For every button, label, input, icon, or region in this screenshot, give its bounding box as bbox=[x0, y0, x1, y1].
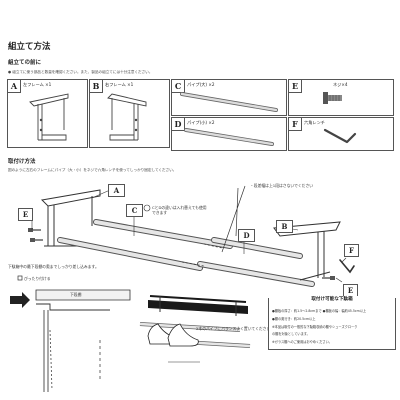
part-f-name: 六角レンチ bbox=[304, 120, 325, 125]
part-e-name: ネジ×4 bbox=[333, 82, 348, 87]
part-e-box: E ネジ×4 bbox=[288, 79, 394, 116]
pipe-large-drawing bbox=[180, 92, 278, 112]
hang-note: 下駄箱中の最下段棚の奥までしっかり差し込みます。 bbox=[8, 264, 99, 269]
part-a-name: 左フレーム ×1 bbox=[23, 82, 52, 87]
install-heading: 取付け方法 bbox=[8, 159, 36, 165]
hex-wrench-icon bbox=[323, 128, 357, 144]
right-frame-drawing bbox=[107, 93, 147, 141]
spec-item-2: ●棚の奥行き：約20.5cm以上 bbox=[272, 317, 316, 321]
part-f-tag: F bbox=[289, 118, 302, 131]
part-e-tag: E bbox=[289, 80, 302, 93]
part-a-tag: A bbox=[8, 80, 21, 93]
pipe-small-drawing bbox=[184, 128, 274, 146]
spec-item-1: ●棚板の厚さ：約1.5〜2.8cmまで ●棚板の幅：幅約45.5cm以上 bbox=[272, 309, 367, 313]
label-d: D bbox=[238, 229, 255, 242]
before-note: ● 組立てに使う部品と数量を確認ください。また、製品の組立てには十分注意ください… bbox=[8, 70, 153, 74]
hang-fit: ぴったり付ける bbox=[24, 276, 51, 281]
part-b-tag: B bbox=[90, 80, 103, 93]
hang-shelf: 下段棚 bbox=[70, 292, 82, 297]
spec-item-3: ※本品は取付の一般的な下駄箱収納の棚やシューズクローク bbox=[272, 325, 358, 329]
pipe-note: 2本のパイプにバランスよく置いてください bbox=[196, 326, 271, 331]
part-d-tag: D bbox=[172, 118, 185, 131]
label-c: C bbox=[126, 204, 143, 217]
left-frame-drawing bbox=[29, 93, 69, 141]
spec-box: 取付け可能な下駄箱 ●棚板の厚さ：約1.5〜2.8cmまで ●棚板の幅：幅約45… bbox=[268, 296, 396, 350]
part-b-name: 右フレーム ×1 bbox=[105, 82, 134, 87]
spec-heading: 取付け可能な下駄箱 bbox=[269, 296, 395, 302]
screw-icon bbox=[323, 92, 342, 104]
label-e-left: E bbox=[18, 208, 33, 221]
part-d-name: パイプ(小) ×2 bbox=[187, 120, 215, 125]
install-note: 図のように左右のフレームにパイプ（大・小）をネジで六角レンチを使ってしっかり固定… bbox=[8, 168, 177, 172]
part-a-box: A 左フレーム ×1 bbox=[7, 79, 88, 148]
label-f: F bbox=[344, 244, 359, 257]
part-f-box: F 六角レンチ bbox=[288, 117, 394, 151]
label-a: A bbox=[108, 184, 125, 197]
callout-adjust: ・段差幅は上1段はさないでください bbox=[250, 183, 314, 188]
spec-item-4: の棚を対象としています。 bbox=[272, 332, 310, 336]
part-d-box: D パイプ(小) ×2 bbox=[171, 117, 287, 151]
part-b-box: B 右フレーム ×1 bbox=[89, 79, 170, 148]
part-c-box: C パイプ(大) ×2 bbox=[171, 79, 287, 116]
shoe-right-icon bbox=[167, 323, 199, 347]
callout-diff: CとDの違いは入れ替えても使用できます bbox=[152, 205, 207, 215]
part-c-name: パイプ(大) ×2 bbox=[187, 82, 215, 87]
part-c-tag: C bbox=[172, 80, 185, 93]
before-heading: 組立ての前に bbox=[8, 60, 42, 66]
spec-item-5: ※ガラス棚へのご使用はおやめください。 bbox=[272, 340, 332, 344]
page-title: 組立て方法 bbox=[8, 42, 51, 52]
label-b: B bbox=[276, 220, 293, 233]
